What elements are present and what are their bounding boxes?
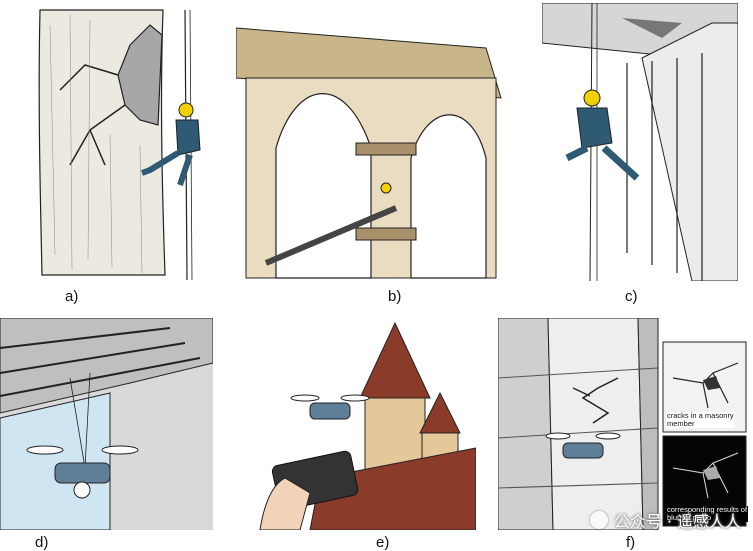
panel-f-crack-inspection: cracks in a masonry member corresponding… (498, 318, 748, 530)
spalling-area (117, 24, 163, 126)
panel-b-arch-ladder (236, 18, 506, 280)
caption-a: a) (65, 288, 79, 305)
caption-d: d) (35, 534, 49, 551)
cracks-label: cracks in a masonry member (666, 411, 735, 428)
caption-f: f) (626, 534, 636, 551)
drone-icon-e (309, 402, 351, 420)
caption-c: c) (625, 288, 638, 305)
caption-b: b) (388, 288, 402, 305)
panel-a-column-rope-access (30, 5, 220, 280)
panel-e-drone-church (250, 318, 476, 530)
wechat-icon (589, 511, 608, 529)
panel-d-drone-ceiling (0, 318, 213, 530)
ladder (264, 205, 398, 266)
worker-helmet-icon (380, 182, 392, 194)
drone-icon (54, 462, 111, 484)
panel-c-ceiling-rope-access (542, 3, 738, 281)
helmet-icon-c (583, 89, 601, 107)
caption-e: e) (376, 534, 390, 551)
drone-icon-f (562, 442, 604, 459)
helmet-icon (178, 102, 194, 118)
watermark: 公众号 · 遥感人人 (589, 508, 741, 532)
results-label: corresponding results of blurred photo (666, 505, 748, 522)
